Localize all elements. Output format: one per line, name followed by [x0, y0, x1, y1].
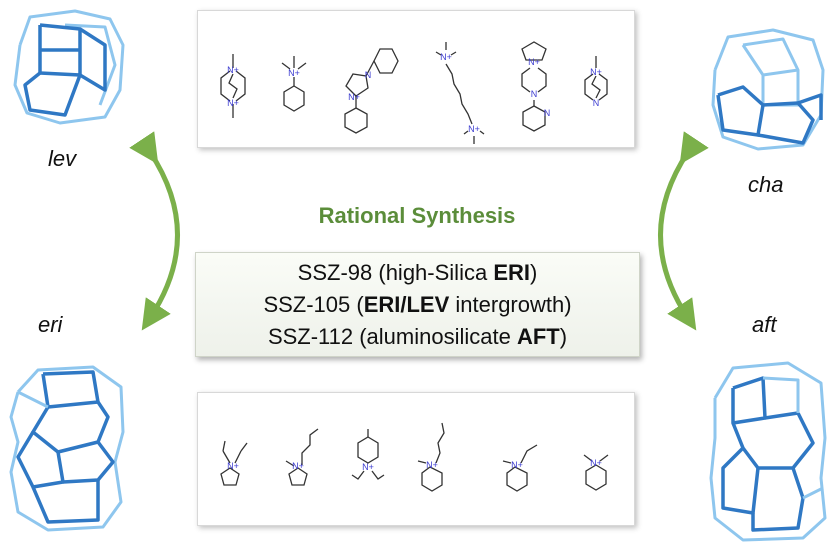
svg-text:N: N	[593, 98, 600, 108]
svg-text:N: N	[531, 89, 538, 99]
molecule-diethylpyrrolidinium: N+	[220, 440, 248, 486]
framework-code: ERI	[493, 260, 530, 285]
svg-text:N+: N+	[528, 57, 540, 67]
molecule-methyl-dabco: N+ N	[584, 56, 608, 108]
svg-text:N+: N+	[227, 65, 239, 75]
molecule-hexamethonium: N+ N+	[435, 42, 485, 144]
aft-cage	[709, 361, 827, 542]
svg-text:N+: N+	[511, 460, 523, 470]
svg-text:N+: N+	[468, 124, 480, 134]
material-text: )	[559, 324, 568, 349]
material-line-ssz-98: SSZ-98 (high-Silica ERI)	[196, 257, 639, 289]
molecule-dicyclohexylimidazolium: N N+	[344, 48, 399, 134]
svg-text:N: N	[365, 70, 372, 80]
svg-text:N+: N+	[348, 92, 360, 102]
svg-text:N+: N+	[590, 67, 602, 77]
svg-text:N+: N+	[292, 461, 304, 471]
bottom-sda-structures: N+ N+ N+ N+ N+ N+	[220, 422, 609, 492]
molecule-methylpropylpiperidinium: N+	[502, 444, 538, 492]
molecule-butylmethylpiperidinium: N+	[417, 422, 445, 492]
material-text: SSZ-98 (high-Silica	[297, 260, 494, 285]
svg-text:N+: N+	[227, 98, 239, 108]
top-sda-structures: N+N+ N+ NN+ N+ N+	[220, 41, 608, 144]
lev-cage	[13, 9, 125, 125]
aft-label: aft	[752, 312, 777, 337]
framework-code: AFT	[516, 324, 560, 349]
bottom-sda-box: N+ N+ N+ N+ N+ N+	[197, 392, 635, 526]
molecule-spiro-pyridylpiperazinium: N+ NN	[521, 41, 551, 132]
material-text: SSZ-112 (aluminosilicate	[267, 324, 517, 349]
framework-code: ERI/LEV	[363, 292, 450, 317]
molecule-butylmethylpyrrolidinium: N+	[285, 428, 319, 486]
svg-text:N: N	[544, 108, 551, 118]
svg-text:N+: N+	[362, 462, 374, 472]
svg-text:N+: N+	[590, 458, 602, 468]
material-line-ssz-112: SSZ-112 (aluminosilicate AFT)	[196, 321, 639, 353]
material-line-ssz-105: SSZ-105 (ERI/LEV intergrowth)	[196, 289, 639, 321]
molecule-trimethylanilinium: N+	[281, 56, 307, 112]
eri-cage	[9, 365, 125, 532]
lev-label: lev	[48, 146, 77, 171]
material-text: SSZ-105 (	[263, 292, 364, 317]
materials-box: SSZ-98 (high-Silica ERI) SSZ-105 (ERI/LE…	[195, 252, 640, 357]
left-double-arrow	[129, 131, 180, 331]
material-text: )	[530, 260, 538, 285]
svg-text:N+: N+	[440, 52, 452, 62]
svg-text:N+: N+	[288, 68, 300, 78]
title: Rational Synthesis	[318, 203, 516, 228]
molecule-diethyl-methylpiperidinium: N+	[351, 429, 385, 480]
molecule-dimethylpiperidinium: N+	[583, 454, 609, 491]
cha-cage	[711, 28, 825, 151]
molecule-dabco-dimethyl: N+ N+	[220, 54, 246, 118]
eri-label: eri	[38, 312, 63, 337]
material-text: intergrowth)	[449, 292, 572, 317]
svg-text:N+: N+	[426, 460, 438, 470]
svg-text:N+: N+	[227, 461, 239, 471]
right-double-arrow	[658, 131, 709, 331]
cha-label: cha	[748, 172, 784, 197]
